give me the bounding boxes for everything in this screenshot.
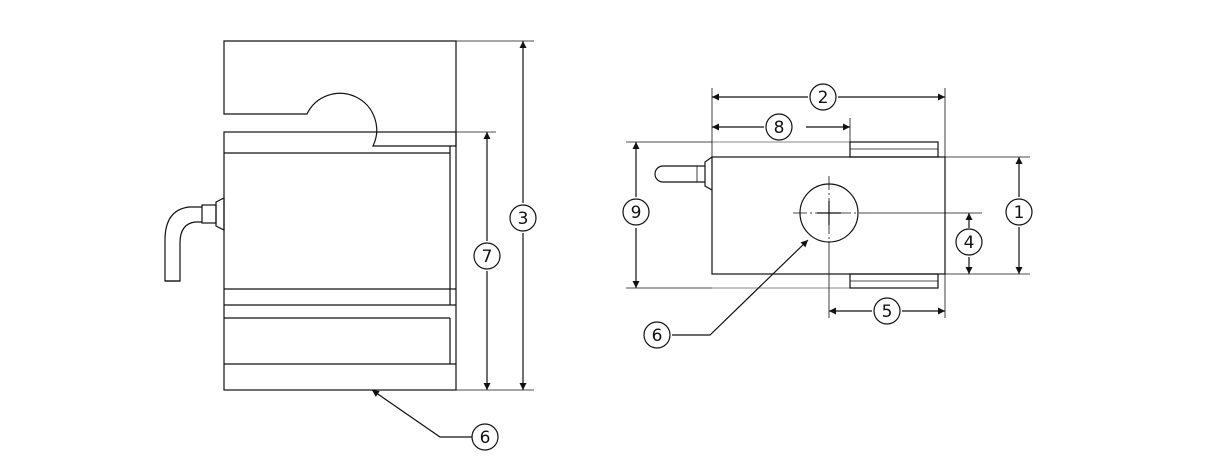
callout-6-side-label: 6	[480, 428, 491, 448]
cable	[164, 206, 202, 282]
callout-9-label: 9	[631, 203, 642, 223]
callout-5-label: 5	[882, 302, 893, 322]
callout-3: 3	[509, 204, 537, 232]
callout-6-top-label: 6	[652, 326, 663, 346]
callout-8: 8	[765, 113, 793, 141]
top-cable-plug	[654, 165, 705, 183]
callout-6-top: 6	[643, 321, 671, 349]
callout-4-label: 4	[964, 233, 975, 253]
callout-2: 2	[809, 83, 837, 111]
top-view	[626, 88, 1030, 336]
upper-flange	[849, 141, 939, 158]
load-cell-body	[223, 131, 457, 391]
top-body	[711, 156, 946, 275]
callout-7: 7	[473, 242, 501, 270]
callout-9: 9	[622, 198, 650, 226]
callout-4: 4	[955, 228, 983, 256]
callout-3-label: 3	[518, 209, 529, 229]
leader-6-side	[371, 389, 472, 438]
top-connector	[704, 156, 713, 191]
cable-connector-ring	[215, 197, 225, 231]
callout-7-label: 7	[482, 247, 493, 267]
upper-jaw	[223, 40, 457, 147]
callout-2-label: 2	[818, 88, 829, 108]
callout-6-side: 6	[471, 423, 499, 451]
leader-6-top	[672, 239, 809, 336]
callout-5: 5	[873, 297, 901, 325]
callout-8-label: 8	[774, 118, 785, 138]
callout-1: 1	[1005, 198, 1033, 226]
callout-1-label: 1	[1014, 203, 1025, 223]
cable-gland	[201, 204, 217, 224]
side-view	[164, 40, 534, 438]
